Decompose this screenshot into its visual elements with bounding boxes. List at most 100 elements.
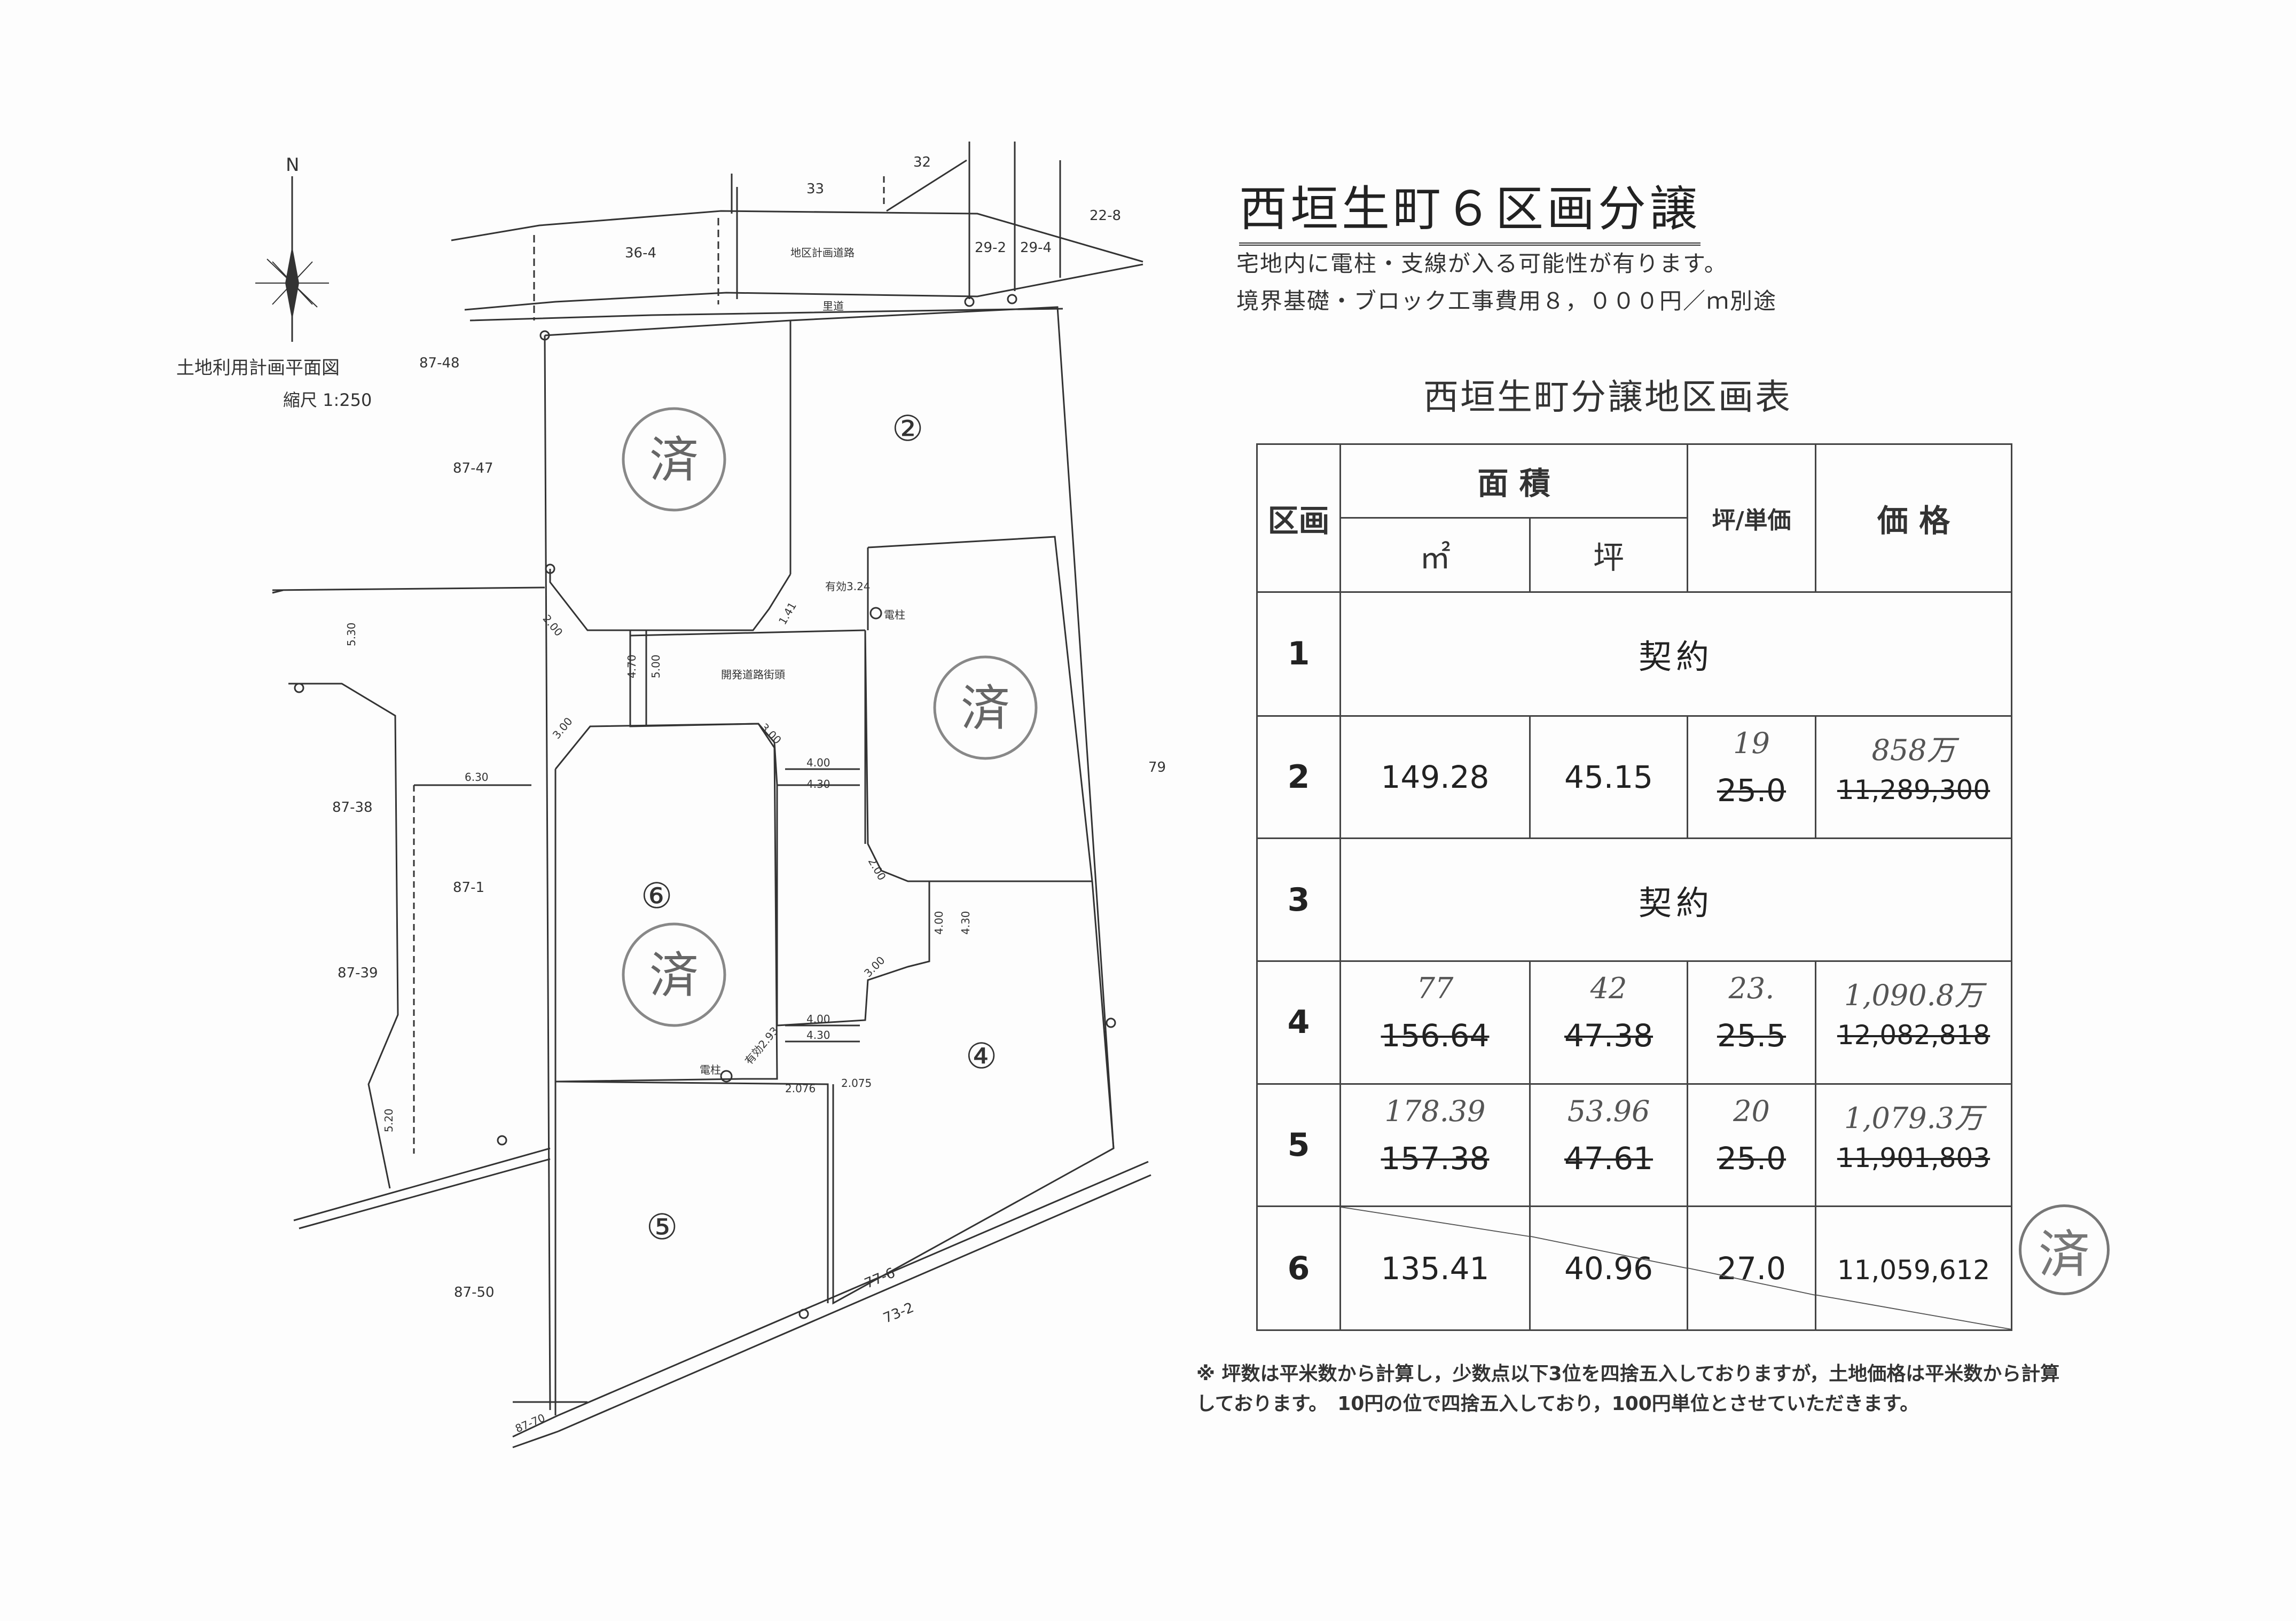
dimension-label: 3.00 xyxy=(550,715,575,741)
lot-id: 4 xyxy=(1256,960,1341,1085)
lot-id: 1 xyxy=(1256,591,1341,717)
unit-price-value: 27.0 xyxy=(1717,1250,1786,1287)
table-row: 6 135.41 40.96 27.0 11,059,612 xyxy=(1256,1205,2013,1331)
parcel-label: 77-6 xyxy=(863,1265,898,1292)
lot-number-5: ⑤ xyxy=(646,1207,678,1248)
tsubo-handwritten: 42 xyxy=(1590,971,1627,1005)
price-struck: 11,289,300 xyxy=(1837,774,1991,805)
table-subheader-row: ㎡ 坪 xyxy=(1257,516,2012,593)
svg-text:済: 済 xyxy=(649,432,699,489)
lot-id: 3 xyxy=(1256,837,1341,962)
lot-sqm: 178.39 157.38 xyxy=(1339,1083,1531,1208)
dimension-label: 4.00 xyxy=(806,756,830,769)
parcel-label: 73-2 xyxy=(881,1299,916,1327)
page-title: 西垣生町６区画分譲 xyxy=(1239,170,1701,246)
table-row: 4 77 156.64 42 47.38 23. 25.5 1,090.8万 1… xyxy=(1256,960,2013,1085)
svg-text:済: 済 xyxy=(649,947,699,1004)
road-label: 開発道路街頭 xyxy=(721,668,785,681)
lot-id: 2 xyxy=(1256,715,1341,840)
unit-price-handwritten: 23. xyxy=(1728,971,1775,1005)
sold-stamp: 済 xyxy=(2019,1204,2110,1295)
dimension-label: 4.30 xyxy=(806,778,830,790)
unit-price-handwritten: 20 xyxy=(1733,1094,1770,1128)
lot-sqm: 149.28 xyxy=(1339,715,1531,840)
pole-label: 電柱 xyxy=(884,608,905,621)
road-label: 地区計画道路 xyxy=(790,246,855,259)
parcel-label: 87-1 xyxy=(453,880,484,896)
map-stamp-lot-1: 済 xyxy=(622,407,726,512)
dimension-label: 有効2.93 xyxy=(742,1024,781,1067)
header-tsubo: 坪 xyxy=(1529,516,1689,593)
header-lot: 区画 xyxy=(1256,443,1341,593)
note-boundary-cost: 境界基礎・ブロック工事費用８，０００円／ｍ別途 xyxy=(1236,288,1777,314)
table-title: 西垣生町分譲地区画表 xyxy=(1423,377,1792,418)
dimension-label: 2.00 xyxy=(540,612,566,639)
tsubo-handwritten: 53.96 xyxy=(1567,1094,1650,1128)
table-row: 5 178.39 157.38 53.96 47.61 20 25.0 1,07… xyxy=(1256,1083,2013,1208)
parcel-label: 29-4 xyxy=(1020,240,1052,256)
note-utility-pole: 宅地内に電柱・支線が入る可能性が有ります。 xyxy=(1236,250,1728,277)
dimension-label: 5.30 xyxy=(345,622,358,646)
unit-price-struck: 25.5 xyxy=(1717,1017,1786,1054)
dimension-label: 2.076 xyxy=(785,1082,816,1095)
dimension-label: 5.00 xyxy=(649,654,662,678)
price-handwritten: 1,090.8万 xyxy=(1844,978,1984,1012)
unit-price-struck: 25.0 xyxy=(1717,772,1786,809)
lot-status: 契約 xyxy=(1339,837,2013,962)
parcel-label: 87-48 xyxy=(419,355,460,371)
header-price: 価 格 xyxy=(1815,443,2013,593)
parcel-label: 22-8 xyxy=(1090,208,1121,224)
price-struck: 12,082,818 xyxy=(1837,1020,1991,1051)
dimension-label: 4.70 xyxy=(625,654,638,678)
unit-price-struck: 25.0 xyxy=(1717,1140,1786,1177)
parcel-label: 36-4 xyxy=(625,245,656,261)
price-struck: 11,901,803 xyxy=(1837,1142,1991,1173)
lot-tsubo: 45.15 xyxy=(1529,715,1689,840)
sqm-value: 149.28 xyxy=(1381,758,1490,795)
lot-sqm: 77 156.64 xyxy=(1339,960,1531,1085)
tsubo-value: 40.96 xyxy=(1564,1250,1654,1287)
table-row: 3 契約 xyxy=(1256,837,2013,962)
table-header-row: 区画 面 積 坪/単価 価 格 xyxy=(1256,443,2013,593)
parcel-label: 87-47 xyxy=(453,460,493,476)
lot-price: 11,059,612 xyxy=(1815,1205,2013,1331)
road-label: 里道 xyxy=(822,300,844,312)
parcel-label: 87-70 xyxy=(513,1411,547,1435)
dimension-label: 4.30 xyxy=(959,911,972,935)
site-plan: N 土地利用計画平面図 縮尺 1:250 ② ⑥ ④ ⑤ 済 済 済 33 32… xyxy=(176,142,1166,1448)
header-area: 面 積 xyxy=(1339,443,1689,519)
lot-id: 6 xyxy=(1256,1205,1341,1331)
lot-price: 1,079.3万 11,901,803 xyxy=(1815,1083,2013,1208)
footnote: ※ 坪数は平米数から計算し，少数点以下3位を四捨五入しておりますが，土地価格は平… xyxy=(1196,1363,2060,1415)
price-value: 11,059,612 xyxy=(1837,1254,1991,1286)
lot-tsubo: 40.96 xyxy=(1529,1205,1689,1331)
lot-price: 858万 11,289,300 xyxy=(1815,715,2013,840)
lot-unit-price: 23. 25.5 xyxy=(1687,960,1817,1085)
dimension-label: 4.00 xyxy=(806,1013,830,1025)
lot-price: 1,090.8万 12,082,818 xyxy=(1815,960,2013,1085)
price-handwritten: 1,079.3万 xyxy=(1844,1101,1984,1135)
lot-tsubo: 53.96 47.61 xyxy=(1529,1083,1689,1208)
dimension-label: 3.00 xyxy=(861,954,887,980)
lot-tsubo: 42 47.38 xyxy=(1529,960,1689,1085)
sqm-struck: 157.38 xyxy=(1381,1140,1490,1177)
lot-number-6: ⑥ xyxy=(641,875,672,917)
lot-unit-price: 20 25.0 xyxy=(1687,1083,1817,1208)
map-scale: 縮尺 1:250 xyxy=(283,390,372,410)
header-sqm: ㎡ xyxy=(1339,516,1531,593)
sqm-handwritten: 178.39 xyxy=(1384,1094,1486,1128)
price-handwritten: 858万 xyxy=(1871,733,1956,767)
parcel-label: 29-2 xyxy=(975,240,1006,256)
unit-price-handwritten: 19 xyxy=(1733,726,1770,760)
tsubo-struck: 47.61 xyxy=(1564,1140,1654,1177)
dimension-label: 4.30 xyxy=(806,1029,830,1041)
lot-number-2: ② xyxy=(892,408,923,449)
pole-label: 電柱 xyxy=(700,1063,721,1076)
parcel-label: 87-50 xyxy=(454,1285,495,1301)
lot-table: 区画 面 積 坪/単価 価 格 ㎡ 坪 1 契約 2 149.28 45.15 … xyxy=(1256,443,2013,1331)
dimension-label: 2.075 xyxy=(841,1077,872,1090)
dimension-label: 2.00 xyxy=(866,856,889,883)
parcel-label: 79 xyxy=(1148,759,1166,776)
parcel-label: 33 xyxy=(806,181,824,197)
sqm-struck: 156.64 xyxy=(1381,1017,1490,1054)
